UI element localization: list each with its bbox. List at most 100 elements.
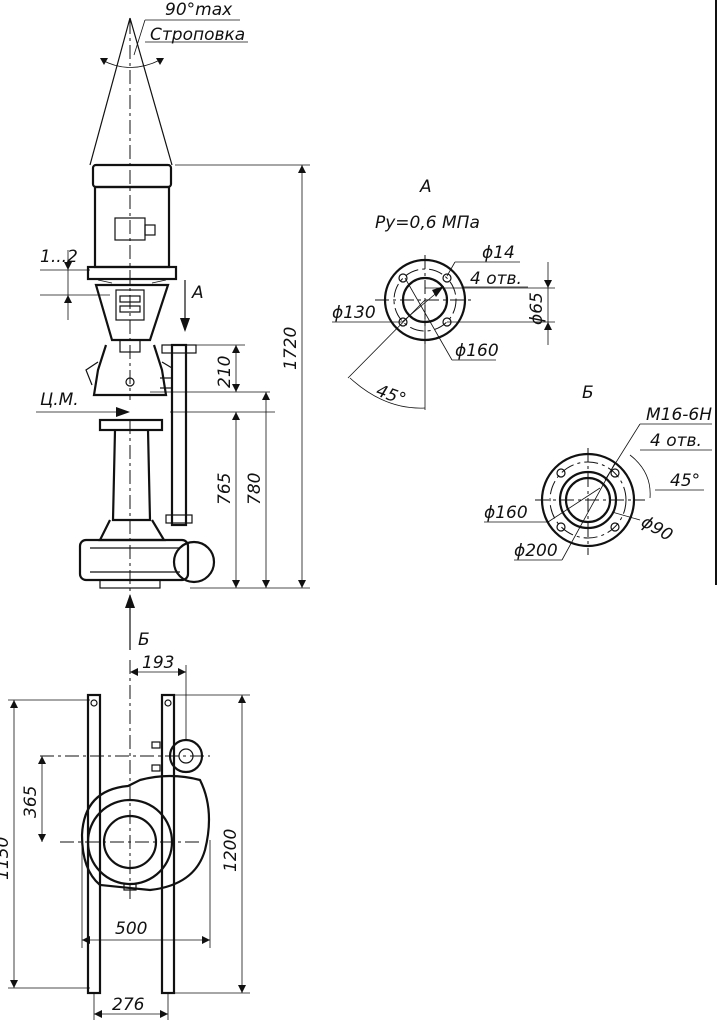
arrow-icon (64, 295, 72, 303)
leader-line (611, 511, 641, 521)
dia-160-label: ϕ160 (484, 503, 528, 523)
arrow-icon (232, 412, 240, 420)
view-b-marker: Б (138, 630, 150, 650)
holes-count-label: 4 отв. (470, 269, 522, 289)
arrow-icon (82, 936, 90, 944)
motor-terminal-plug (144, 224, 156, 236)
view-b: Б M16-6H 4 отв. 45° ϕ160 ϕ90 ϕ200 (484, 383, 712, 561)
view-b-title: Б (582, 383, 594, 403)
arrow-icon (156, 58, 164, 65)
side-lug-left (85, 361, 99, 386)
column-base (98, 519, 166, 542)
arrow-icon (202, 936, 210, 944)
leg-hole (90, 699, 98, 707)
arrow-icon (298, 165, 306, 173)
bolt-hole (556, 522, 566, 532)
view-a-marker: A (191, 283, 204, 303)
motor-bracket (97, 279, 113, 284)
motor-body (93, 185, 171, 269)
dim-193: 193 (142, 653, 174, 673)
leader-line (547, 487, 601, 523)
arrow-icon (298, 580, 306, 588)
arrow-icon (178, 668, 186, 676)
arrow-icon (38, 834, 46, 842)
motor-flange (86, 265, 178, 281)
angle-line (347, 299, 426, 379)
leader-line (133, 19, 146, 56)
pump-column (111, 429, 152, 522)
arrow-icon (10, 700, 18, 708)
dim-365: 365 (21, 786, 41, 818)
arrow-icon (262, 392, 270, 400)
pump-housing-plan (80, 774, 211, 892)
dia-90-label: ϕ90 (638, 512, 676, 546)
dia-200-label: ϕ200 (514, 541, 558, 561)
motor-top (91, 163, 173, 189)
dim-1200: 1200 (221, 829, 241, 872)
holes-count-label: 4 отв. (650, 431, 702, 451)
coupling-frame (94, 283, 170, 342)
coupling-half (119, 295, 141, 303)
angle-arc (629, 454, 651, 499)
sling-line-right (129, 17, 173, 166)
center-mass-label: Ц.М. (40, 390, 79, 410)
arrow-icon (432, 286, 444, 297)
arrow-icon (232, 345, 240, 353)
discharge-flange (161, 344, 197, 354)
thread-label: M16-6H (646, 405, 712, 425)
dim-210: 210 (215, 356, 235, 388)
arrow-icon (180, 318, 190, 332)
view-a-title: A (419, 177, 432, 197)
arrow-icon (544, 280, 552, 288)
center-mark (125, 377, 135, 387)
arrow-icon (125, 594, 135, 608)
bolt-circle-label: ϕ160 (455, 341, 499, 361)
arrow-icon (94, 1010, 102, 1018)
arrow-icon (232, 384, 240, 392)
angle-label: 45° (670, 471, 700, 491)
sling-line-left (89, 17, 131, 166)
arrow-icon (232, 580, 240, 588)
angle-label: 45° (373, 381, 408, 410)
arrow-icon (238, 985, 246, 993)
pump-upper-casing (92, 344, 168, 397)
dim-765: 765 (215, 473, 235, 505)
arrow-icon (64, 262, 72, 270)
drain-plug (123, 883, 137, 891)
plan-view: 193 365 1150 1200 500 276 (0, 653, 250, 1020)
bolt-hole (398, 273, 408, 283)
column-flange (98, 418, 164, 432)
arrow-icon (544, 322, 552, 330)
dim-500: 500 (115, 919, 147, 939)
bolt-hole (610, 468, 620, 478)
dim-780: 780 (245, 473, 265, 505)
discharge-elbow (172, 540, 216, 584)
bolt-hole (556, 468, 566, 478)
bolt-hole (610, 522, 620, 532)
pressure-label: Pу=0,6 МПа (375, 213, 480, 233)
dim-65: ϕ65 (527, 292, 547, 325)
inspection-window (119, 339, 141, 353)
arrow-icon (262, 580, 270, 588)
sling-angle-label: 90°max (165, 0, 233, 20)
bolt-hole (442, 273, 452, 283)
arrow-icon (10, 980, 18, 988)
frame-leg-left (86, 693, 102, 995)
leader-line (404, 277, 453, 361)
side-view: 90°max Строповка (36, 0, 310, 650)
side-lug-right (161, 361, 173, 369)
arrow-icon (100, 58, 108, 65)
coupling-half (119, 305, 141, 313)
inner-dia-label: ϕ130 (332, 303, 376, 323)
leg-hole (164, 699, 172, 707)
motor-bracket (151, 279, 167, 284)
gap-label: 1...2 (40, 247, 78, 267)
sling-label: Строповка (150, 25, 245, 45)
bolt (151, 764, 161, 772)
suction-pipe (99, 579, 161, 589)
arrow-icon (238, 695, 246, 703)
arrow-icon (38, 756, 46, 764)
discharge-pipe (170, 343, 188, 527)
dim-276: 276 (112, 995, 145, 1015)
